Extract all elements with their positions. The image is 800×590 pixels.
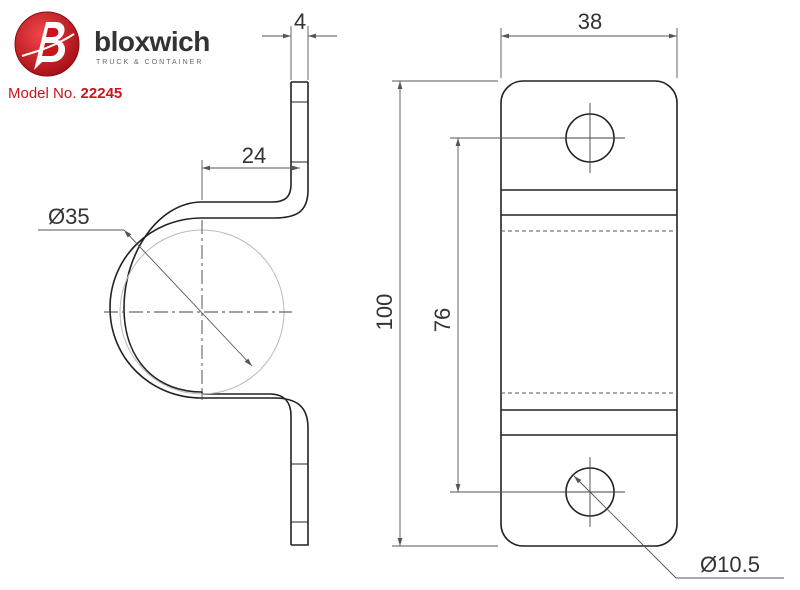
dimension-height: [392, 80, 498, 547]
dimension-hole-spacing: [450, 137, 560, 493]
hole-spacing-label: 76: [430, 308, 455, 332]
model-value: 22245: [80, 85, 123, 102]
brand-name: bloxwich: [94, 26, 210, 57]
brand-tagline: TRUCK & CONTAINER: [96, 59, 204, 66]
hole-top: [555, 103, 625, 173]
dimension-offset: [201, 160, 300, 200]
width-label: 38: [578, 9, 602, 34]
model-number: Model No. 22245: [8, 86, 122, 101]
hidden-lines: [501, 230, 677, 394]
dimension-thickness: [262, 26, 337, 80]
bloxwich-b-logo-icon: [14, 11, 80, 77]
offset-label: 24: [242, 143, 266, 168]
height-label: 100: [372, 294, 397, 331]
model-label: Model No.: [8, 85, 77, 102]
front-view: [500, 80, 678, 547]
dimension-bore-diameter: [38, 229, 253, 367]
plate-outline: [500, 80, 678, 547]
dimension-hole-diameter: [573, 475, 784, 579]
dimension-width: [500, 28, 678, 78]
bore-diameter-label: Ø35: [48, 204, 90, 229]
hole-diameter-label: Ø10.5: [700, 552, 760, 577]
brand-logo: bloxwich TRUCK & CONTAINER: [12, 8, 222, 80]
thickness-label: 4: [294, 9, 306, 34]
side-profile: [109, 81, 309, 546]
strap-outer-contour: [109, 82, 309, 546]
bore-centerlines: [104, 220, 292, 400]
